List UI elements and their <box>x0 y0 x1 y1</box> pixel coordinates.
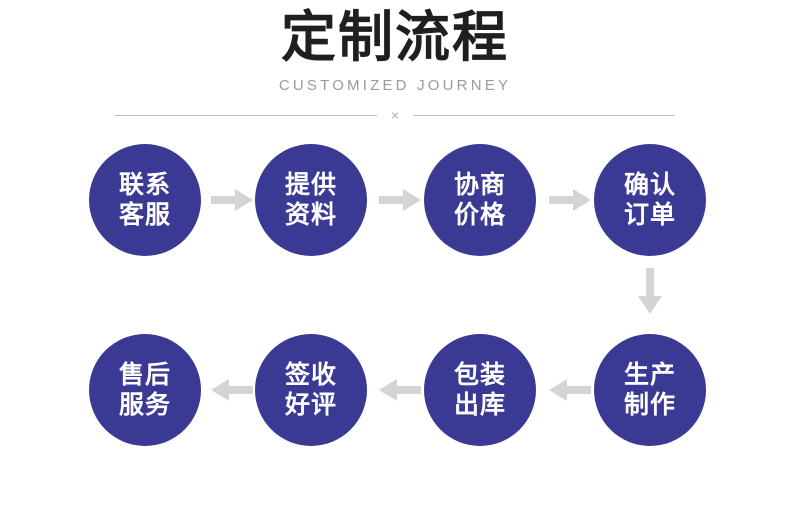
divider-line-left <box>115 114 377 116</box>
section-divider: × <box>115 107 675 123</box>
flow-step-label: 包装 出库 <box>453 360 506 419</box>
flow-step-negotiate-price[interactable]: 协商 价格 <box>424 144 536 256</box>
arrow-right-icon <box>549 187 591 213</box>
page-subtitle: CUSTOMIZED JOURNEY <box>278 77 512 94</box>
header: 定制流程 CUSTOMIZED JOURNEY <box>0 0 790 96</box>
arrow-down-icon <box>636 268 664 314</box>
flow-step-confirm-order[interactable]: 确认 订单 <box>594 144 706 256</box>
flow-step-label: 提供 资料 <box>284 170 337 229</box>
arrow-right-icon <box>379 187 421 213</box>
flow-step-production[interactable]: 生产 制作 <box>594 334 706 446</box>
flow-step-label: 确认 订单 <box>623 170 676 229</box>
flow-step-contact-service[interactable]: 联系 客服 <box>89 144 201 256</box>
flow-row-1: 联系 客服 提供 资料 协商 价格 确认 订单 <box>0 144 790 256</box>
flow-step-label: 联系 客服 <box>118 170 171 229</box>
arrow-left-icon <box>379 377 421 403</box>
flow-step-label: 生产 制作 <box>623 360 676 419</box>
flow-step-packaging-shipping[interactable]: 包装 出库 <box>424 334 536 446</box>
arrow-left-icon <box>211 377 253 403</box>
divider-cross-icon: × <box>390 107 400 123</box>
arrow-left-icon <box>549 377 591 403</box>
flow-row-2: 售后 服务 签收 好评 包装 出库 生产 制作 <box>0 334 790 446</box>
flow-step-after-sales-service[interactable]: 售后 服务 <box>89 334 201 446</box>
flow-step-label: 签收 好评 <box>284 360 337 419</box>
flow-step-label: 协商 价格 <box>453 170 506 229</box>
flow-step-label: 售后 服务 <box>118 360 171 419</box>
flow-step-provide-materials[interactable]: 提供 资料 <box>255 144 367 256</box>
flow-step-sign-and-review[interactable]: 签收 好评 <box>255 334 367 446</box>
arrow-right-icon <box>211 187 253 213</box>
page-title: 定制流程 <box>280 5 509 69</box>
divider-line-right <box>413 114 675 116</box>
